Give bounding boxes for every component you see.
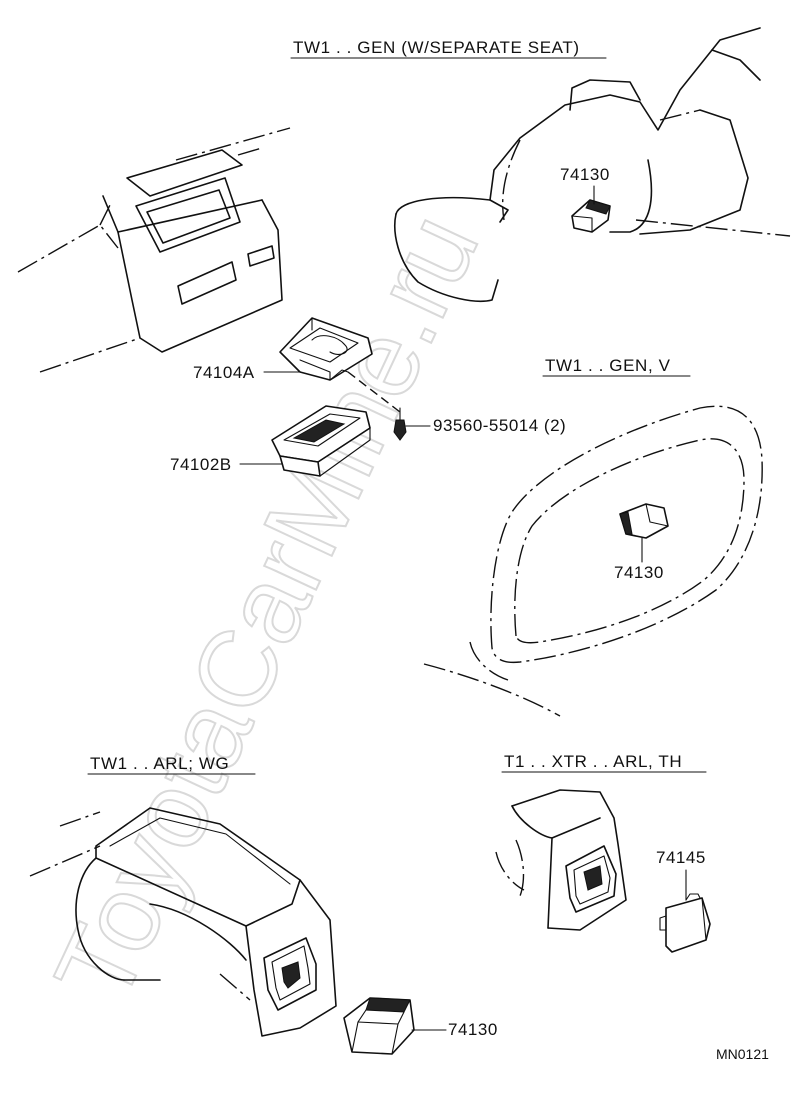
label-74130-a: 74130 <box>560 165 610 205</box>
section-title: T1 . . XTR . . ARL, TH <box>504 752 682 771</box>
part-number: 74130 <box>448 1020 498 1039</box>
part-number: 74130 <box>560 165 610 184</box>
watermark: ToyotaCarMine.ru <box>31 196 501 1020</box>
section-title: TW1 . . ARL; WG <box>90 754 229 773</box>
section-header-gen-v: TW1 . . GEN, V <box>542 356 691 377</box>
console-arl-context <box>29 807 337 1037</box>
section-title: TW1 . . GEN (W/SEPARATE SEAT) <box>293 38 580 57</box>
part-number: 74102B <box>170 455 232 474</box>
separate-seat-context <box>394 27 791 302</box>
part-number: 74130 <box>614 563 664 582</box>
part-93560-screw <box>393 407 407 441</box>
rear-console-context <box>17 127 291 373</box>
part-number: 74145 <box>656 848 706 867</box>
section-title: TW1 . . GEN, V <box>545 356 671 375</box>
part-number: 74104A <box>193 363 255 382</box>
part-74145-cover <box>659 893 711 953</box>
section-header-xtr: T1 . . XTR . . ARL, TH <box>501 752 707 773</box>
part-74130-armrest-ashtray-a <box>571 199 611 233</box>
console-xtr-context <box>495 789 627 931</box>
label-93560: 93560-55014 (2) <box>405 416 566 435</box>
drawing-code: MN0121 <box>716 1046 769 1062</box>
part-74102b-ashtray-box <box>271 405 371 477</box>
section-header-sep-seat: TW1 . . GEN (W/SEPARATE SEAT) <box>290 38 607 59</box>
label-74145: 74145 <box>656 848 706 901</box>
part-74130-seatback-ashtray-b <box>619 503 669 539</box>
seat-back-context <box>423 405 763 717</box>
assembly-line <box>347 371 401 413</box>
part-74130-console-ashtray-c <box>343 997 415 1055</box>
label-74104a: 74104A <box>193 363 301 382</box>
label-74130-b: 74130 <box>614 537 664 582</box>
label-74102b: 74102B <box>170 455 283 474</box>
part-number: 93560-55014 (2) <box>433 416 566 435</box>
label-74130-c: 74130 <box>411 1020 498 1039</box>
part-74104a-bracket <box>279 317 373 381</box>
section-header-arl-wg: TW1 . . ARL; WG <box>87 754 256 775</box>
